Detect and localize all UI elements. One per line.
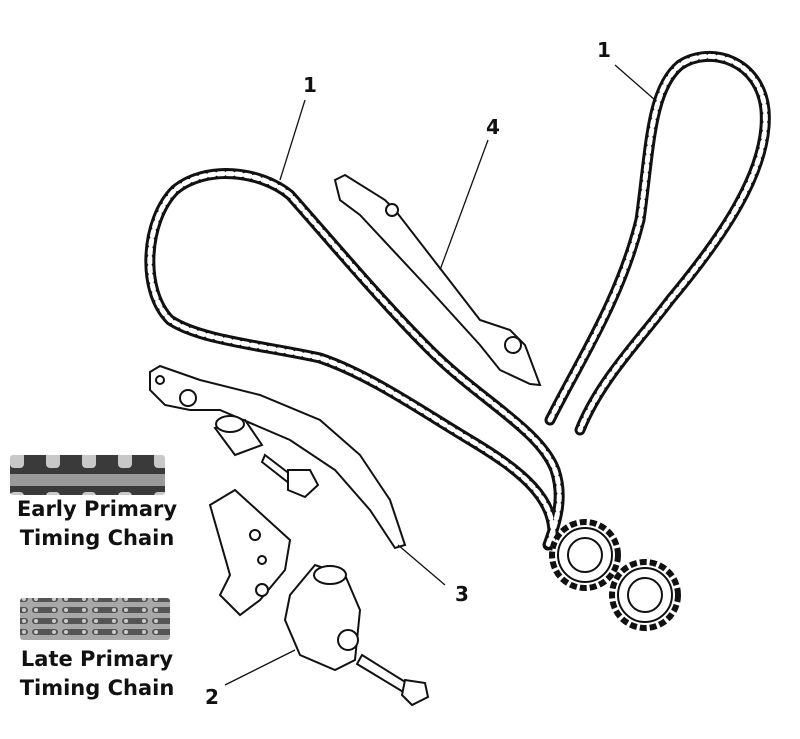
early-chain-swatch [10,455,165,495]
early-chain-label-line1: Early Primary [16,497,178,521]
tensioner-bolt [355,653,430,707]
leader-lines [224,64,656,686]
late-chain-label: Late Primary Timing Chain [8,645,186,703]
late-chain-label-line2: Timing Chain [19,676,175,700]
primary-timing-chain-right [544,51,771,436]
primary-timing-chain-left [144,168,565,551]
crankshaft-sprocket-front [549,519,621,591]
late-chain-swatch [20,598,170,640]
crankshaft-sprocket-rear [609,559,681,631]
callout-4: 4 [486,115,500,139]
chain-guide-upper [333,173,542,387]
guide-pivot-bushing [213,415,264,457]
chain-guide-lower [149,364,407,550]
early-chain-label: Early Primary Timing Chain [8,495,186,553]
late-chain-label-line1: Late Primary [20,647,174,671]
guide-pivot-bolt [260,453,320,499]
callout-1-left: 1 [303,73,317,97]
callout-3: 3 [455,582,469,606]
early-chain-label-line2: Timing Chain [19,526,175,550]
chain-tensioner [208,488,362,672]
callout-2: 2 [205,685,219,709]
callout-1-right: 1 [597,38,611,62]
